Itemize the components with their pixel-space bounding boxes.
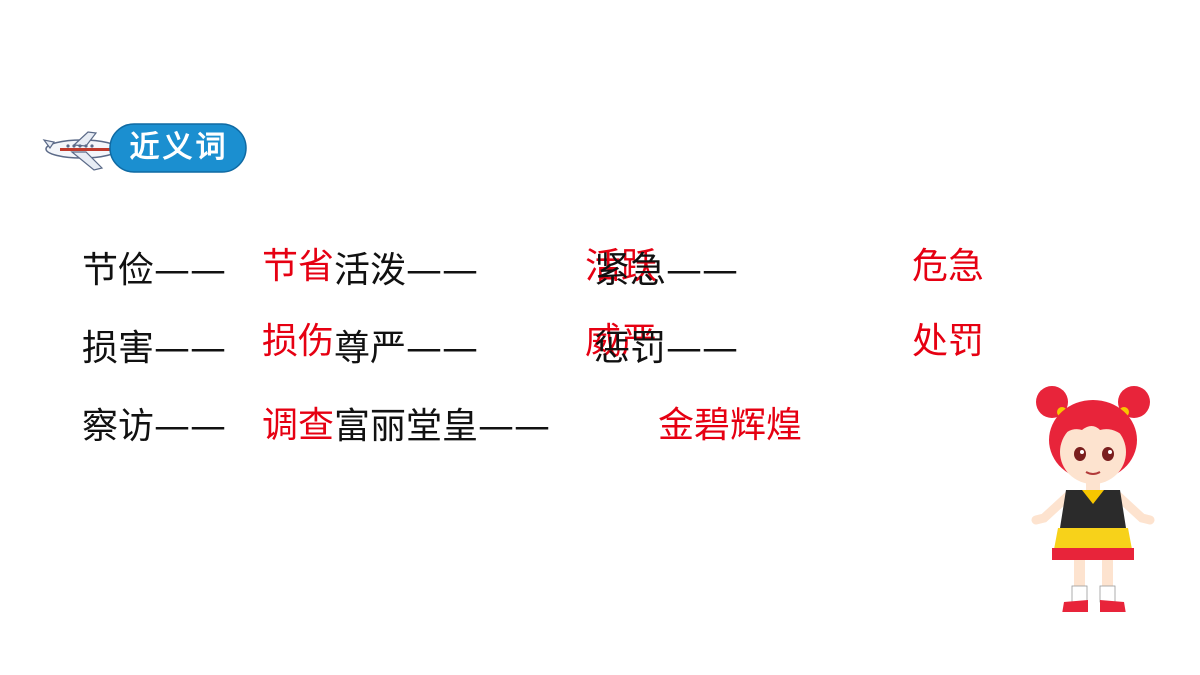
word-2-3: 惩罚—— bbox=[594, 328, 739, 369]
answer-3-2: 金碧辉煌 bbox=[658, 405, 803, 446]
answer-3-1: 调查 bbox=[262, 405, 335, 446]
word-2-2: 尊严—— bbox=[334, 328, 479, 369]
word-3-2: 富丽堂皇—— bbox=[334, 406, 551, 447]
answer-2-2: 威严 bbox=[585, 321, 658, 362]
word-1-1: 节俭—— bbox=[82, 250, 227, 291]
airplane-icon bbox=[42, 123, 247, 173]
section-title: 近义词 bbox=[129, 130, 229, 165]
section-header bbox=[42, 118, 252, 178]
word-2-1: 损害—— bbox=[82, 328, 227, 369]
word-1-2: 活泼—— bbox=[334, 250, 479, 291]
word-1-3: 紧急—— bbox=[594, 250, 739, 291]
answer-2-3: 处罚 bbox=[912, 321, 985, 362]
answer-1-2: 活跃 bbox=[585, 246, 658, 287]
answer-1-3: 危急 bbox=[912, 246, 985, 287]
word-3-1: 察访—— bbox=[82, 406, 227, 447]
answer-2-1: 损伤 bbox=[262, 321, 335, 362]
answer-1-1: 节省 bbox=[262, 246, 335, 287]
cartoon-girl-illustration bbox=[1022, 378, 1162, 637]
